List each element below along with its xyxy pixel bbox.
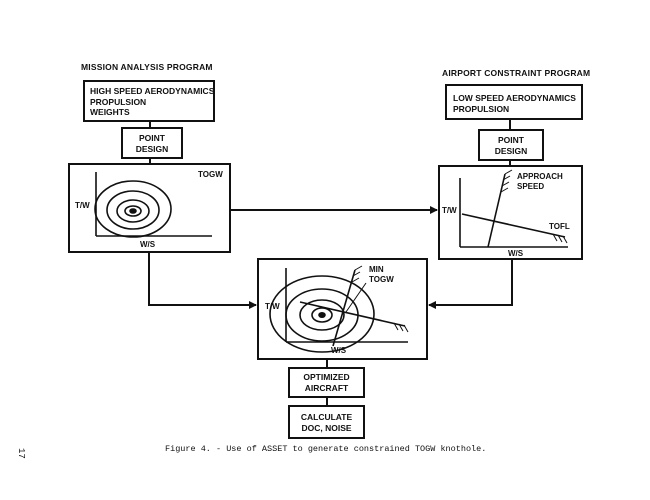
- airport-constraint-heading: AIRPORT CONSTRAINT PROGRAM: [442, 68, 591, 78]
- tofl-line: [299, 301, 406, 327]
- min-line-2: TOGW: [369, 275, 394, 284]
- box-line: PROPULSION: [453, 103, 510, 114]
- left-point-design-box: POINT DESIGN: [121, 127, 183, 159]
- approach-line-1: APPROACH: [517, 172, 563, 181]
- box-line: LOW SPEED AERODYNAMICS: [453, 93, 576, 103]
- box-line: OPTIMIZED: [303, 372, 350, 382]
- right-plot-frame: [438, 165, 583, 260]
- figure-caption: Figure 4. - Use of ASSET to generate con…: [165, 444, 487, 454]
- approach-speed-line: [332, 269, 356, 347]
- right-plot-tofl-label: TOFL: [549, 222, 570, 231]
- approach-speed-line: [487, 173, 506, 248]
- box-line: POINT: [139, 133, 165, 143]
- approach-line-2: SPEED: [517, 182, 545, 191]
- box-line: AIRCRAFT: [304, 382, 349, 393]
- left-plot-x-label: W/S: [140, 240, 156, 249]
- optimized-aircraft-box: OPTIMIZED AIRCRAFT: [288, 367, 365, 398]
- box-line: CALCULATE: [300, 412, 353, 422]
- right-plot-x-label: W/S: [508, 249, 524, 258]
- arrow-right-to-center: [428, 260, 513, 309]
- arrow-left-to-center: [148, 253, 257, 309]
- low-speed-aero-box: LOW SPEED AERODYNAMICS PROPULSION: [445, 84, 583, 120]
- mission-analysis-heading: MISSION ANALYSIS PROGRAM: [81, 62, 213, 72]
- calculate-doc-noise-box: CALCULATE DOC, NOISE: [288, 405, 365, 439]
- box-line: POINT: [498, 135, 524, 145]
- right-plot-y-label: T/W: [442, 206, 457, 215]
- left-plot-y-label: T/W: [75, 201, 90, 210]
- page-number: 17: [16, 448, 26, 459]
- center-plot-min-togw-label: MIN TOGW: [369, 265, 394, 285]
- box-line: DESIGN: [494, 145, 528, 156]
- center-plot-x-label: W/S: [331, 346, 347, 355]
- center-plot-y-label: T/W: [265, 302, 280, 311]
- min-line-1: MIN: [369, 265, 384, 274]
- box-line: DOC, NOISE: [301, 422, 352, 433]
- box-line: HIGH SPEED AERODYNAMICS: [90, 86, 215, 96]
- right-plot-approach-label: APPROACH SPEED: [517, 172, 563, 192]
- right-point-design-box: POINT DESIGN: [478, 129, 544, 161]
- box-line: WEIGHTS: [90, 107, 130, 117]
- min-togw-leader: [345, 282, 367, 313]
- left-contour-plot: [94, 172, 212, 238]
- left-plot-togw-label: TOGW: [198, 170, 223, 179]
- high-speed-aero-box: HIGH SPEED AERODYNAMICS PROPULSION WEIGH…: [83, 80, 215, 122]
- tofl-line: [461, 213, 566, 238]
- right-constraint-plot: [459, 169, 568, 248]
- center-knothole-plot: [269, 265, 409, 353]
- box-line: DESIGN: [135, 143, 169, 154]
- box-line: PROPULSION: [90, 96, 147, 107]
